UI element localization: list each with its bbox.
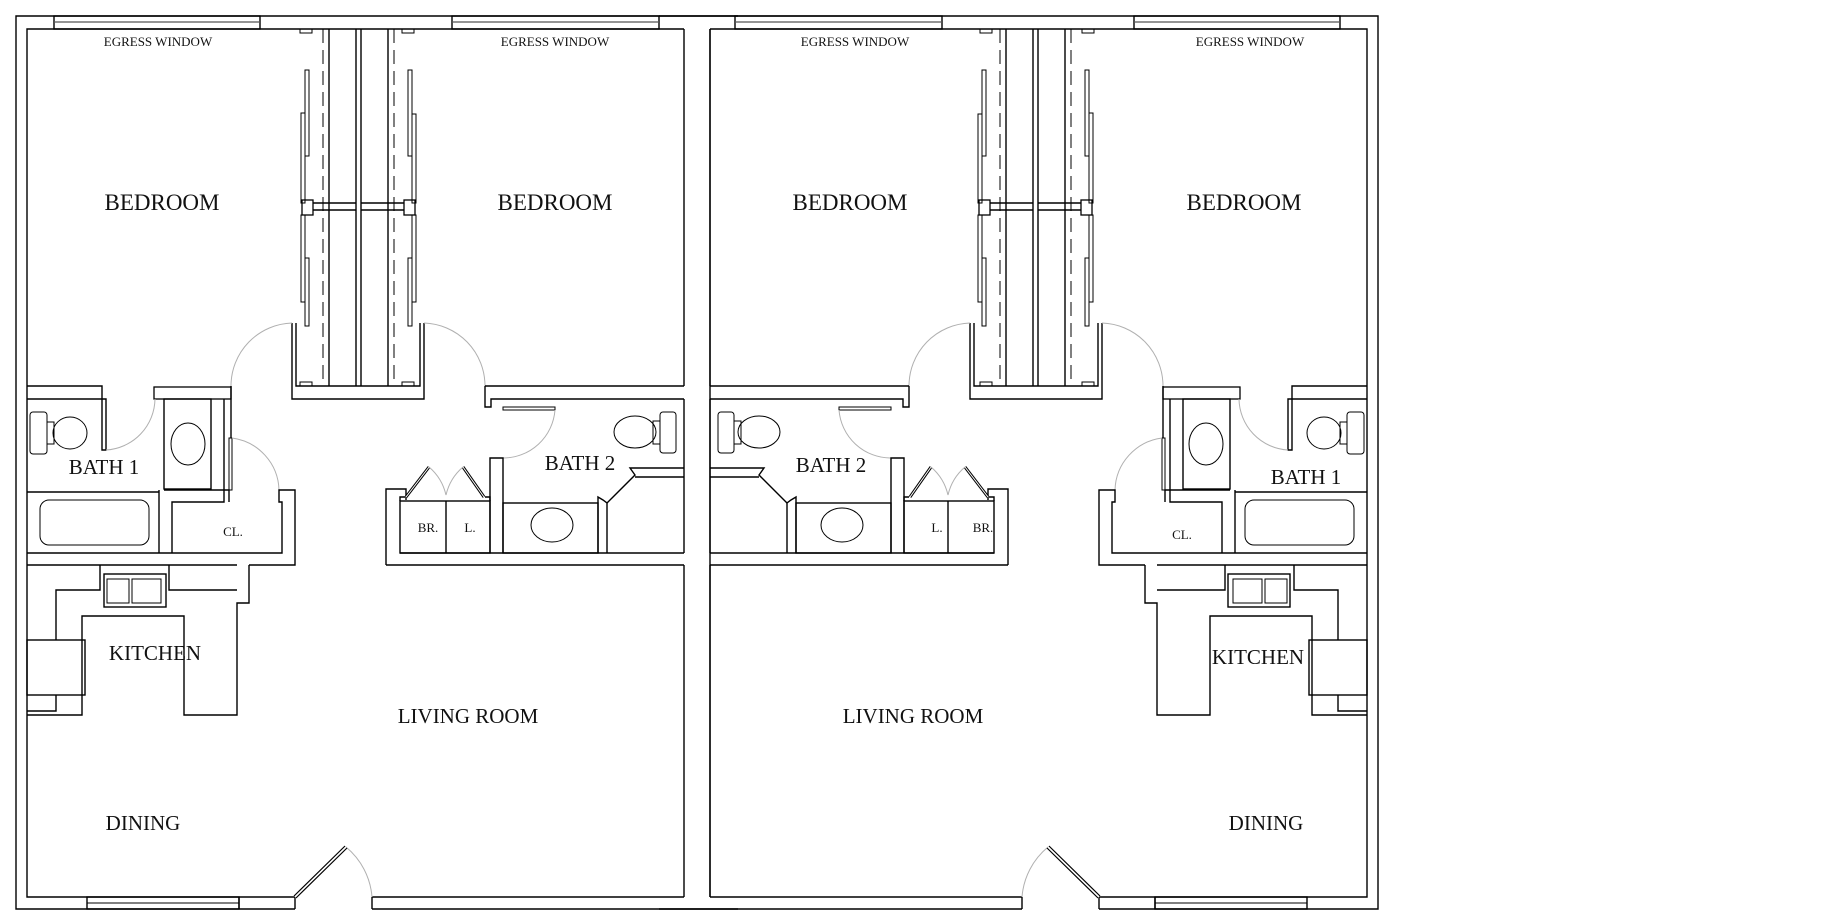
room-label-closet: CL. [1172, 527, 1192, 542]
room-label-kitchen: KITCHEN [109, 641, 201, 665]
egress-window-label: EGRESS WINDOW [501, 34, 610, 49]
room-label-dining: DINING [1229, 811, 1304, 835]
room-label-dining: DINING [106, 811, 181, 835]
left-unit-labels: EGRESS WINDOW EGRESS WINDOW BEDROOM BEDR… [69, 34, 616, 835]
room-label-linen: L. [931, 520, 942, 535]
egress-window-label: EGRESS WINDOW [104, 34, 213, 49]
room-label-kitchen: KITCHEN [1212, 645, 1304, 669]
room-label-bath-1: BATH 1 [1271, 465, 1342, 489]
room-label-closet: CL. [223, 524, 243, 539]
room-label-bedroom: BEDROOM [497, 190, 612, 215]
room-label-bath-2: BATH 2 [545, 451, 616, 475]
room-label-living-room: LIVING ROOM [398, 704, 539, 728]
room-label-linen: L. [464, 520, 475, 535]
room-label-bath-2: BATH 2 [796, 453, 867, 477]
room-label-bedroom: BEDROOM [792, 190, 907, 215]
egress-window-label: EGRESS WINDOW [801, 34, 910, 49]
room-label-bath-1: BATH 1 [69, 455, 140, 479]
right-unit-labels: EGRESS WINDOW EGRESS WINDOW BEDROOM BEDR… [792, 34, 1341, 835]
room-label-broom: BR. [418, 520, 439, 535]
room-label-bedroom: BEDROOM [1186, 190, 1301, 215]
egress-window-label: EGRESS WINDOW [1196, 34, 1305, 49]
room-label-broom: BR. [973, 520, 994, 535]
room-label-bedroom: BEDROOM [104, 190, 219, 215]
room-label-living-room: LIVING ROOM [843, 704, 984, 728]
